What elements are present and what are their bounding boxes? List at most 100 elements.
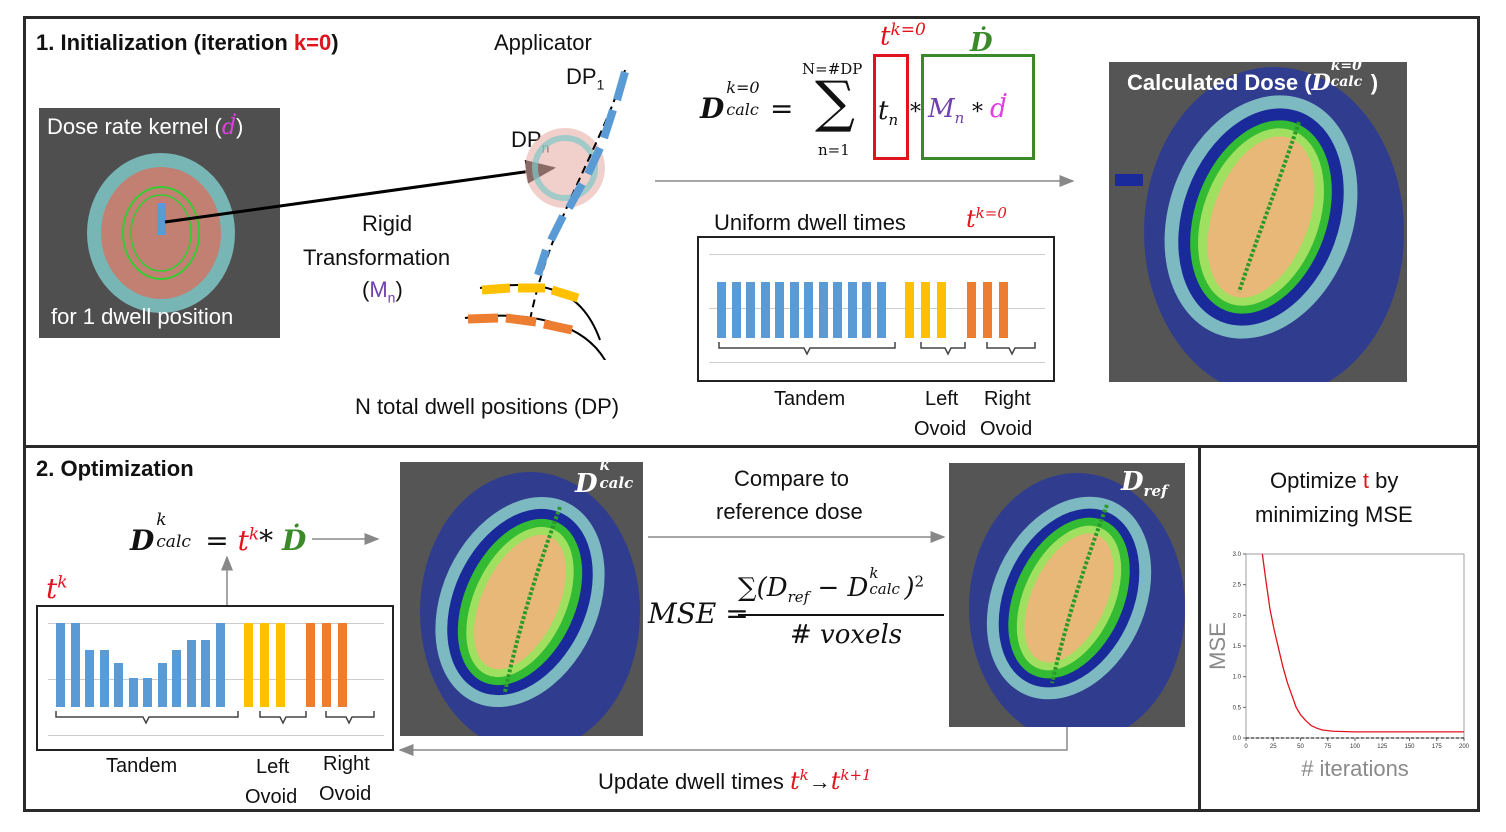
tandem-bar bbox=[717, 282, 726, 338]
uniform-right-label: Right bbox=[984, 388, 1031, 410]
eq1-sum: ∑ bbox=[815, 70, 855, 135]
left-bar bbox=[244, 623, 253, 707]
dk-calc-svg bbox=[400, 462, 643, 736]
calc-dose-svg bbox=[1109, 62, 1407, 382]
section1-title: 1. Initialization (iteration k=0) bbox=[36, 30, 339, 55]
tandem-bar bbox=[847, 282, 857, 338]
tandem-bar bbox=[731, 282, 741, 338]
kernel-label: Dose rate kernel (ḋ) bbox=[47, 114, 244, 140]
opt-right-ovoid: Ovoid bbox=[319, 783, 372, 805]
dref-label: Dref bbox=[1121, 467, 1168, 501]
y-tick-label: 1.0 bbox=[1233, 675, 1242, 681]
applicator-svg bbox=[464, 69, 629, 360]
tandem-bar bbox=[172, 649, 181, 707]
rigid-label-2: Transformation bbox=[303, 245, 451, 270]
rigid-label-1: Rigid bbox=[362, 211, 413, 236]
tandem-bar bbox=[201, 639, 210, 707]
compare-label-1: Compare to bbox=[734, 466, 849, 491]
eq1-equals: = bbox=[770, 92, 794, 125]
eq1-d-label: Ḋ bbox=[970, 28, 993, 58]
eq1-sum-bottom: n=1 bbox=[818, 141, 850, 159]
left-bar bbox=[276, 623, 285, 707]
dp1-label: DP1 bbox=[566, 64, 605, 93]
tandem-bar bbox=[760, 282, 770, 338]
uniform-t: tk=0 bbox=[966, 204, 1007, 233]
x-tick-label: 75 bbox=[1324, 744, 1331, 750]
opt-tandem-label: Tandem bbox=[106, 755, 178, 777]
eq1-d: ḋ bbox=[990, 94, 1007, 124]
tandem-bar bbox=[804, 282, 813, 338]
tandem-bar bbox=[186, 639, 196, 707]
x-tick-label: 50 bbox=[1297, 744, 1304, 750]
tandem-bar bbox=[818, 282, 828, 338]
y-tick-label: 2.5 bbox=[1233, 583, 1242, 589]
mse-denominator: # voxels bbox=[790, 620, 903, 650]
right-bar bbox=[967, 282, 976, 338]
left-bar bbox=[937, 282, 946, 338]
tandem-bar bbox=[862, 282, 871, 338]
optimized-bars-box bbox=[36, 605, 394, 751]
left-bar bbox=[905, 282, 914, 338]
uniform-braces bbox=[718, 342, 1036, 356]
uniform-bars bbox=[717, 280, 1047, 338]
mse-panel bbox=[1198, 445, 1480, 812]
dwell-total-label: N total dwell positions (DP) bbox=[355, 394, 620, 419]
tandem-bar bbox=[215, 623, 225, 707]
optimize-label-2: minimizing MSE bbox=[1255, 502, 1413, 527]
kernel-caption: for 1 dwell position bbox=[51, 304, 234, 329]
tandem-bar bbox=[56, 623, 65, 707]
tandem-bar bbox=[128, 678, 138, 707]
update-label: Update dwell times tk→tk+1 bbox=[598, 766, 872, 795]
left-bar bbox=[921, 282, 930, 338]
tandem-bar bbox=[746, 282, 755, 338]
tandem-bar bbox=[157, 663, 167, 707]
x-tick-label: 175 bbox=[1432, 744, 1443, 750]
uniform-label: Uniform dwell times bbox=[714, 210, 906, 235]
y-tick-label: 0.0 bbox=[1233, 736, 1242, 742]
eq1-d-box bbox=[921, 54, 1035, 160]
y-tick-label: 0.5 bbox=[1233, 705, 1242, 711]
y-tick-label: 3.0 bbox=[1233, 552, 1242, 558]
eq1-mult2: * bbox=[972, 100, 983, 125]
dref-svg bbox=[949, 463, 1185, 727]
optimized-bars bbox=[56, 623, 386, 707]
x-tick-label: 100 bbox=[1350, 744, 1361, 750]
uniform-left-label: Left bbox=[925, 388, 959, 410]
opt-left-label: Left bbox=[256, 756, 290, 778]
dref-image: Dref bbox=[949, 463, 1185, 727]
y-tick-label: 1.5 bbox=[1233, 644, 1242, 650]
right-bar bbox=[322, 623, 331, 707]
tandem-bar bbox=[143, 678, 152, 707]
uniform-left-ovoid: Ovoid bbox=[914, 418, 967, 440]
mse-fraction-line bbox=[738, 614, 944, 616]
uniform-bars-box bbox=[697, 236, 1055, 382]
tandem-bar bbox=[789, 282, 799, 338]
y-tick-label: 2.0 bbox=[1233, 613, 1242, 619]
tandem-bar bbox=[833, 282, 842, 338]
uniform-tandem-label: Tandem bbox=[774, 388, 846, 410]
uniform-right-ovoid: Ovoid bbox=[980, 418, 1033, 440]
eq1-t-box bbox=[873, 54, 909, 160]
x-tick-label: 200 bbox=[1459, 744, 1470, 750]
tandem-bar bbox=[775, 282, 784, 338]
compare-label-2: reference dose bbox=[716, 499, 863, 524]
optimize-label-1: Optimize t by bbox=[1270, 468, 1399, 493]
tandem-bar bbox=[70, 623, 80, 707]
right-bar bbox=[999, 282, 1008, 338]
x-tick-label: 125 bbox=[1377, 744, 1388, 750]
tandem-bar bbox=[114, 663, 123, 707]
opt-left-ovoid: Ovoid bbox=[245, 786, 298, 808]
mse-series-line bbox=[1261, 553, 1464, 733]
section2-title: 2. Optimization bbox=[36, 456, 194, 481]
right-bar bbox=[338, 623, 347, 707]
x-tick-label: 25 bbox=[1270, 744, 1277, 750]
eq1-t-label: tk=0 bbox=[880, 20, 926, 52]
eq1-mult1: * bbox=[910, 100, 921, 125]
